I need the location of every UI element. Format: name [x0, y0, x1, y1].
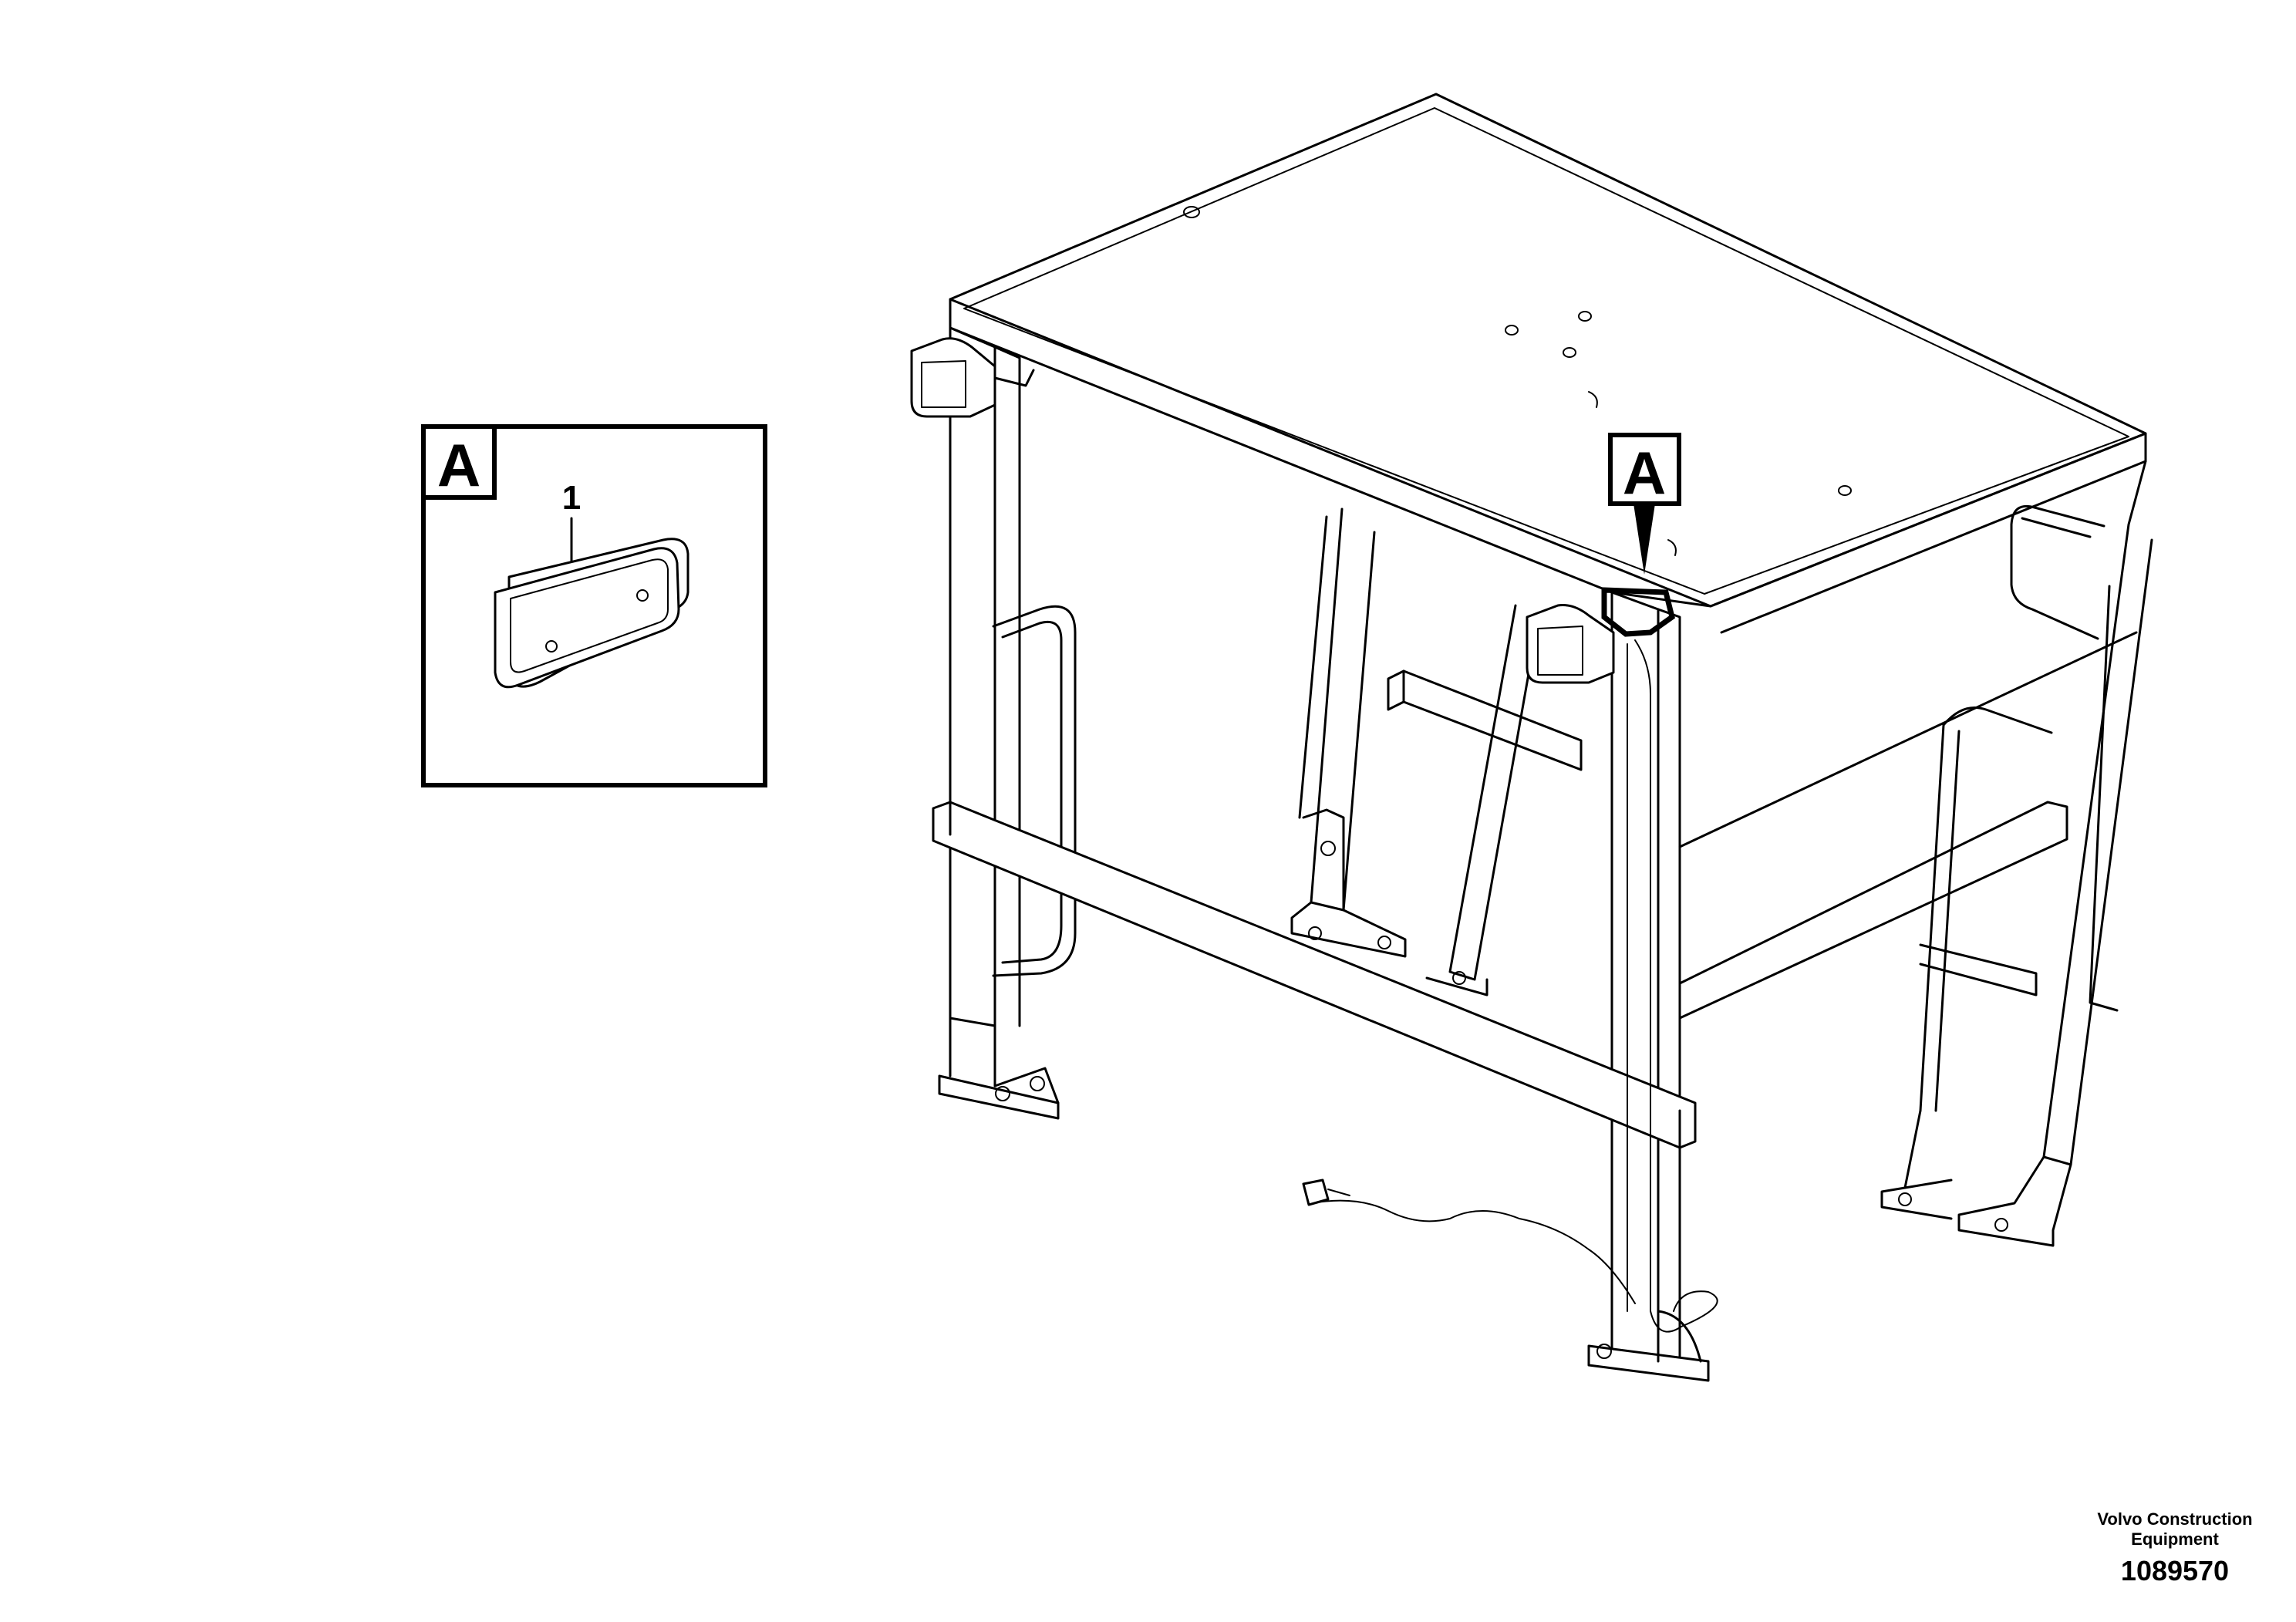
right-handle-upper [2010, 504, 2099, 640]
detail-label: A [437, 431, 480, 499]
document-number: 1089570 [2120, 1555, 2230, 1587]
harness-connector [1302, 1179, 1330, 1206]
brand-name-line2: Equipment [2131, 1529, 2219, 1549]
left-handle [992, 605, 1077, 977]
cab-frame [910, 93, 2153, 1382]
diagonal-strut [1402, 669, 1583, 771]
work-lamp-right [1526, 604, 1615, 684]
callout-a: A [1601, 433, 1681, 637]
roof-panel [949, 93, 2147, 634]
rear-brace-left [1310, 508, 1376, 912]
right-handle-lower [1942, 706, 2053, 734]
detail-view-a: A 1 [421, 424, 767, 787]
callout-label: A [1623, 439, 1666, 507]
left-foot [938, 1074, 1060, 1120]
item-number: 1 [562, 479, 581, 517]
front-left-post [949, 326, 996, 1027]
brand-name-line1: Volvo Construction [2097, 1509, 2253, 1529]
callout-arrow [1633, 504, 1655, 575]
front-right-foot [1587, 1344, 1710, 1382]
detail-label-box [421, 424, 497, 500]
wiring-harness [1634, 639, 1718, 1333]
side-crossbar [1678, 801, 2068, 1020]
rear-brace-right [1448, 604, 1540, 981]
work-lamp-part [494, 538, 689, 689]
callout-target-lamp [1601, 587, 1675, 637]
work-lamp-left [910, 337, 1035, 418]
